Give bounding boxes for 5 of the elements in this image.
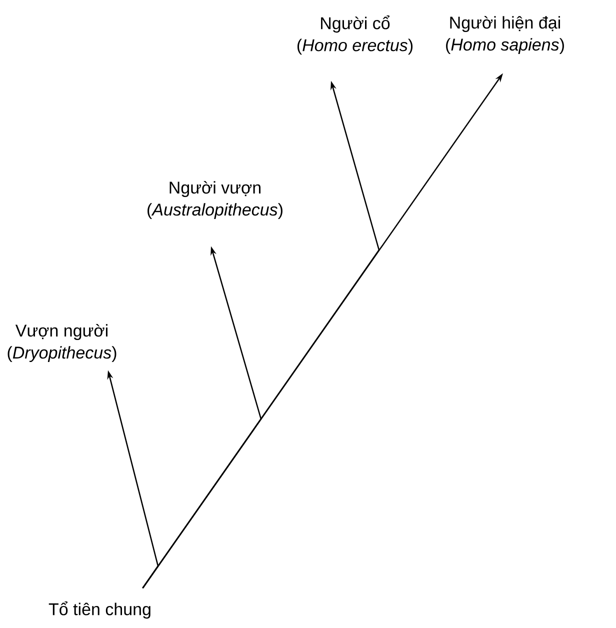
taxon-label: Người cổ (Homo erectus): [297, 15, 413, 55]
taxon-label: Người hiện đại (Homo sapiens): [446, 16, 564, 54]
taxon-label: Tổ tiên chung: [48, 601, 150, 619]
taxon-label: Người vượn (Australopithecus): [148, 180, 282, 220]
taxon-label: Vượn người (Dryopithecus): [8, 324, 116, 362]
